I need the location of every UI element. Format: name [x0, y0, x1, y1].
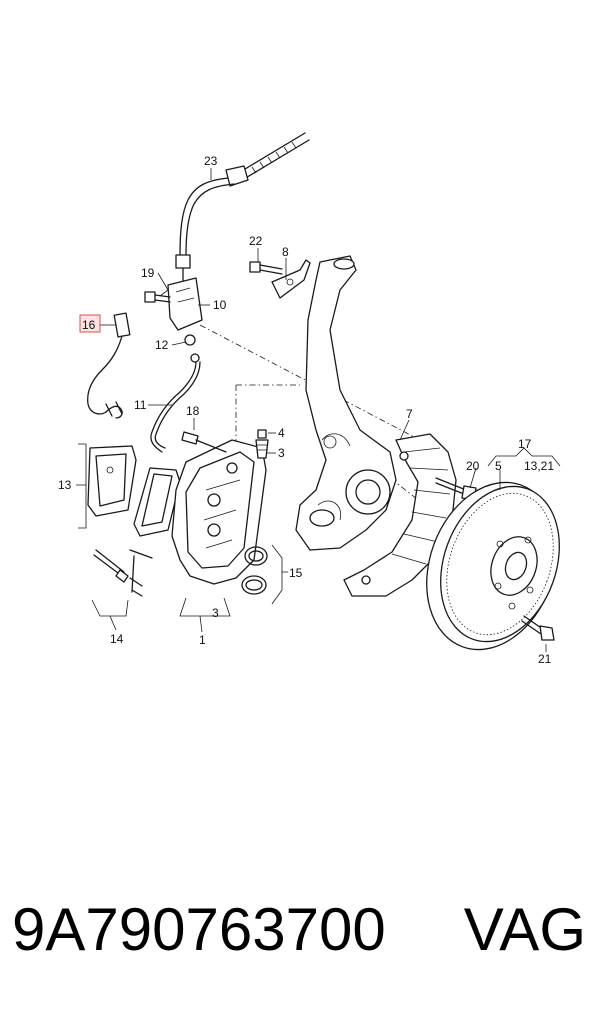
callout-3-top: 3 [278, 446, 285, 460]
splash-shield [343, 433, 457, 597]
brake-assembly-diagram: 23 22 8 19 10 16 12 11 18 4 3 7 17 20 5 … [58, 132, 561, 666]
seal-rings [241, 546, 268, 595]
part-number: 9A790763700 [12, 896, 386, 963]
callout-7: 7 [406, 407, 413, 421]
brake-caliper [171, 431, 267, 585]
callout-5: 5 [495, 459, 502, 473]
callout-10: 10 [213, 298, 227, 312]
hose-bracket [144, 277, 203, 363]
callout-16: 16 [82, 318, 96, 332]
guide-pin-set [93, 549, 153, 597]
bleeder-screw [255, 429, 269, 459]
wear-sensor [87, 312, 131, 419]
callout-11: 11 [134, 398, 147, 412]
brake-hose [175, 132, 310, 286]
leader-lines [76, 168, 561, 652]
footer-caption: 9A790763700 VAG [0, 895, 600, 985]
callout-1: 1 [199, 633, 206, 647]
callout-4: 4 [278, 426, 285, 440]
callout-labels: 23 22 8 19 10 16 12 11 18 4 3 7 17 20 5 … [58, 154, 554, 666]
steering-knuckle [295, 255, 397, 551]
brake-line [150, 361, 201, 453]
highlight-box [79, 314, 101, 333]
callout-21: 21 [538, 652, 552, 666]
callout-22: 22 [249, 234, 263, 248]
brake-pads [87, 445, 181, 537]
callout-18: 18 [186, 404, 200, 418]
callout-12: 12 [155, 338, 169, 352]
callout-17: 17 [518, 437, 532, 451]
callout-23: 23 [204, 154, 218, 168]
disc-bolt [521, 615, 555, 641]
callout-3-bottom: 3 [212, 606, 219, 620]
callout-15: 15 [289, 566, 303, 580]
callout-19: 19 [141, 266, 155, 280]
callout-13: 13 [58, 478, 72, 492]
callout-14: 14 [110, 632, 124, 646]
brake-disc [426, 481, 560, 651]
abs-bracket [249, 259, 311, 299]
callout-20: 20 [466, 459, 480, 473]
brand-label: VAG [463, 896, 586, 963]
callout-13-21: 13,21 [524, 459, 554, 473]
callout-8: 8 [282, 245, 289, 259]
